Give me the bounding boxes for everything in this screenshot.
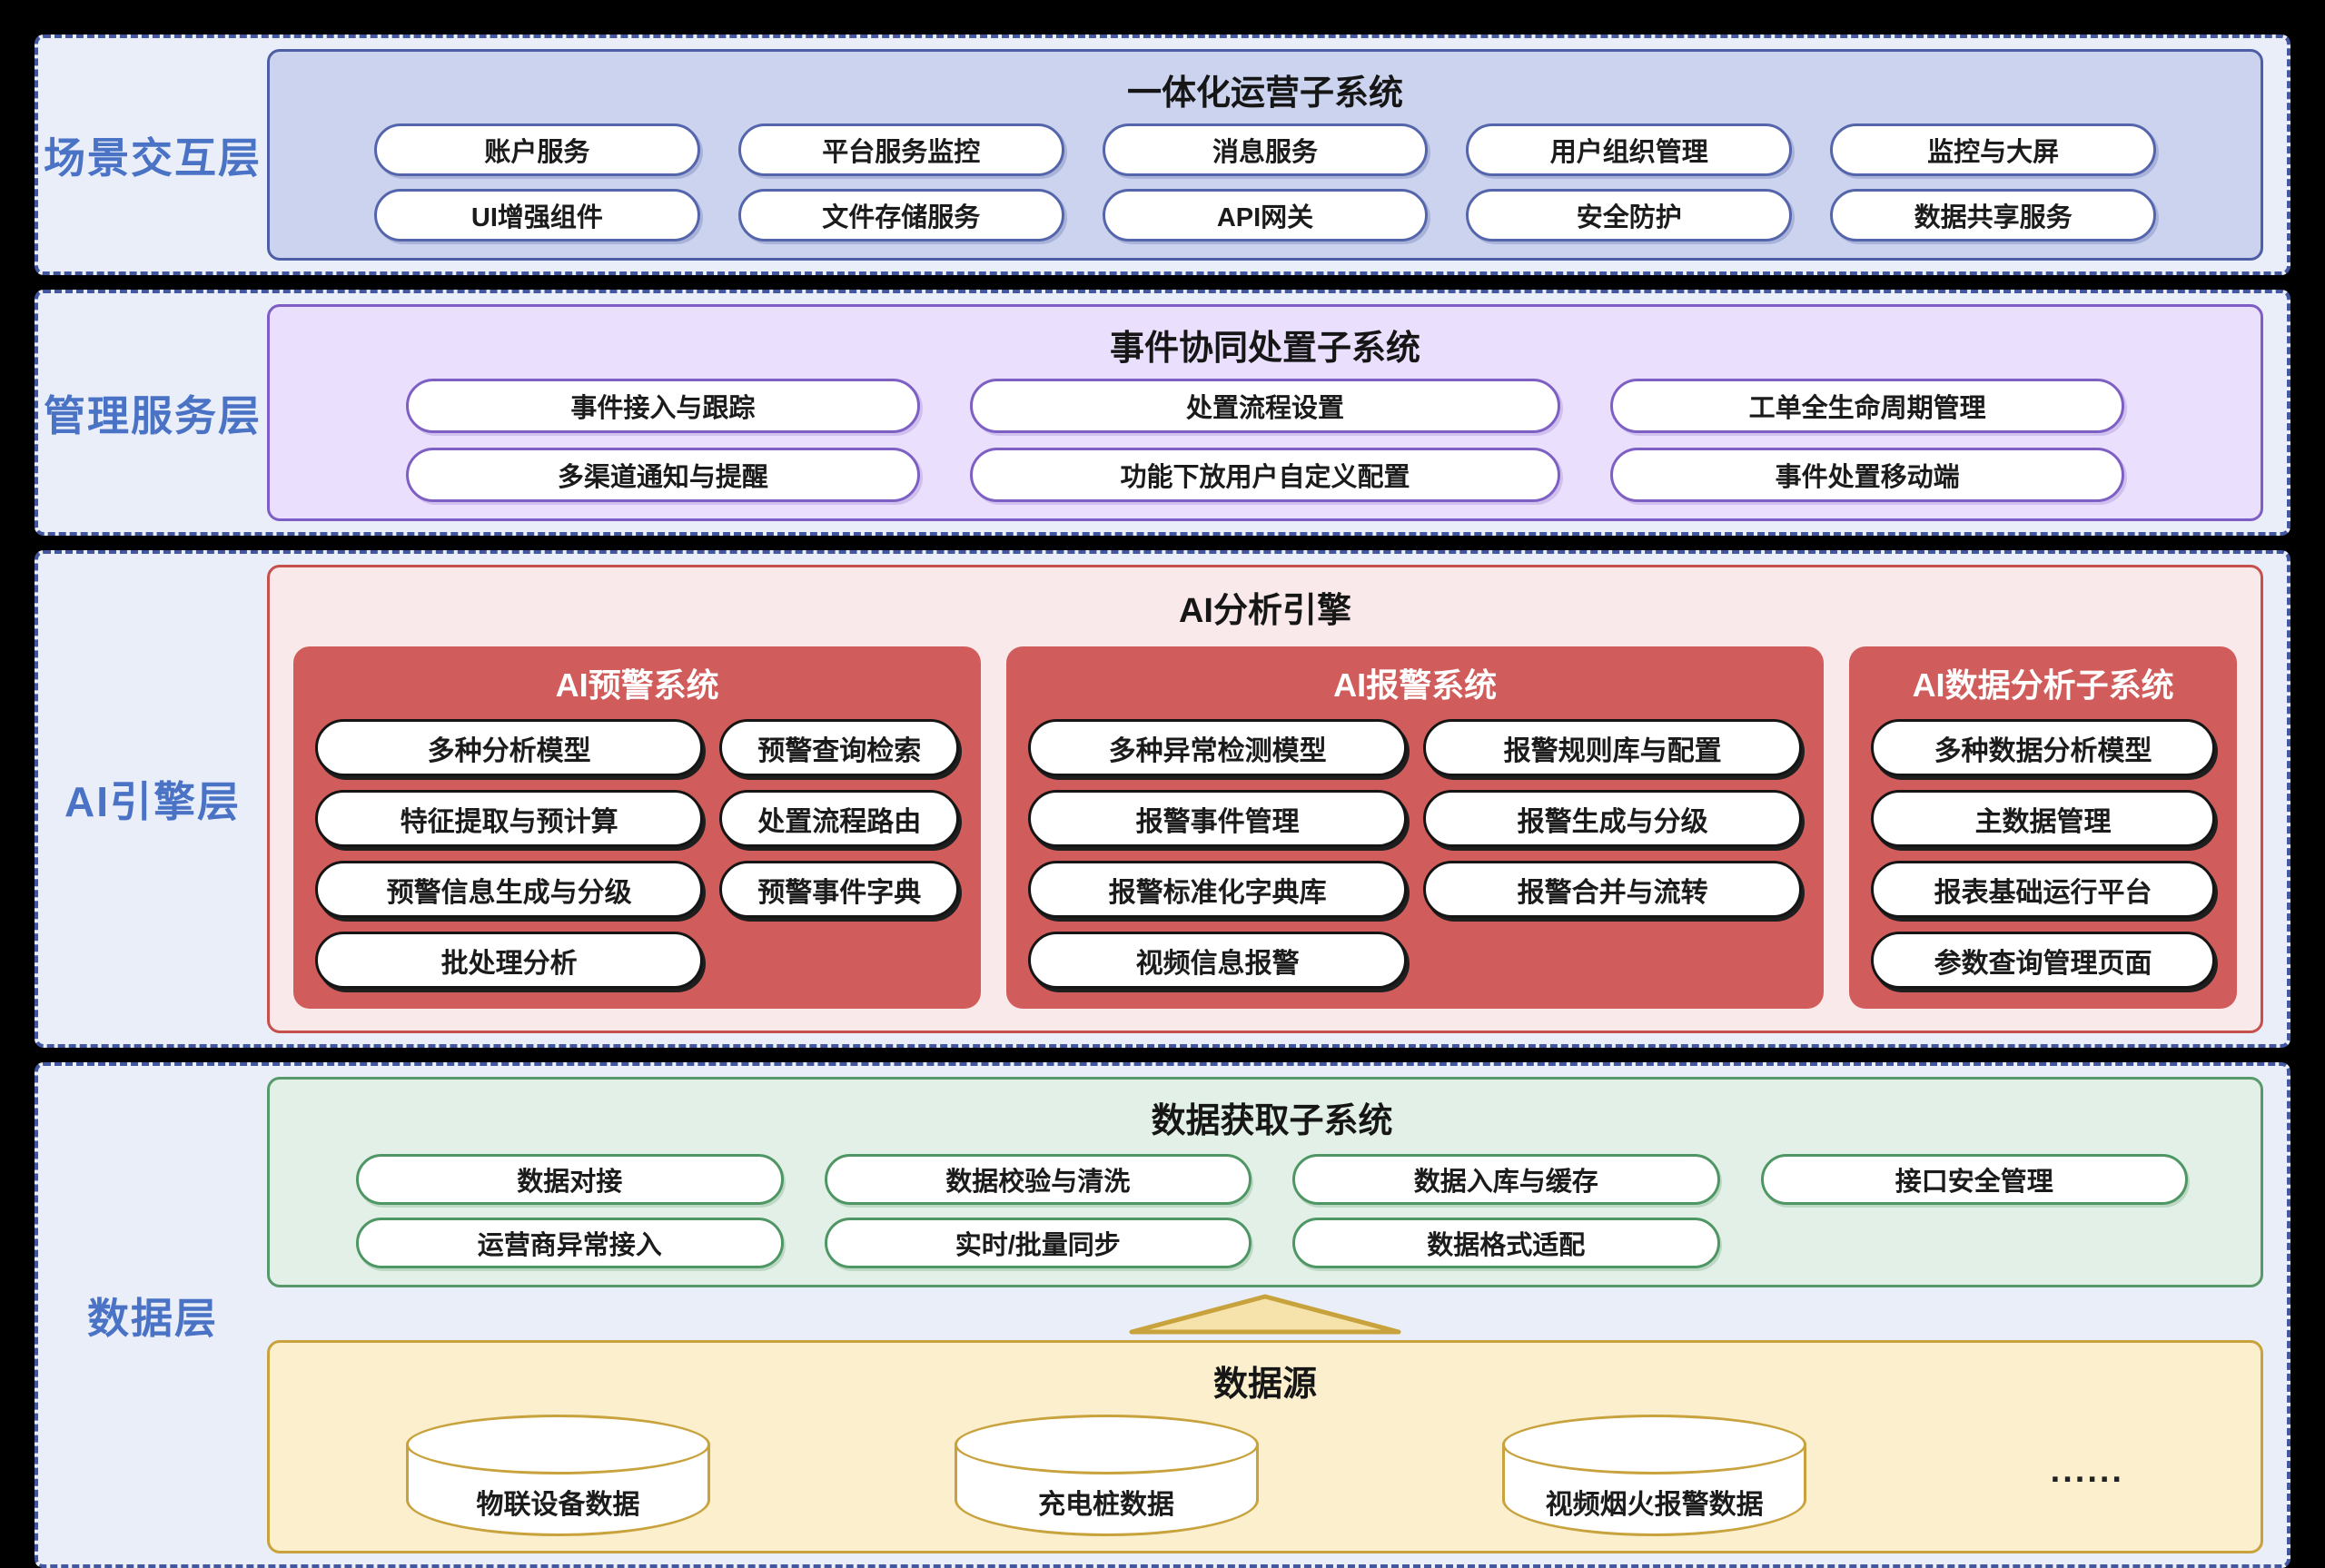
feature-pill: 报警标准化字典库 (1028, 861, 1408, 918)
management-pill-grid: 事件接入与跟踪 处置流程设置 工单全生命周期管理 多渠道通知与提醒 功能下放用户… (406, 379, 2124, 502)
feature-pill: 预警信息生成与分级 (315, 861, 704, 918)
service-pill: 事件接入与跟踪 (406, 379, 920, 433)
ai-alarm-title: AI报警系统 (1333, 666, 1498, 704)
service-pill: 消息服务 (1102, 123, 1429, 176)
cylinder-label: 视频烟火报警数据 (1545, 1490, 1764, 1520)
database-cylinder-icon: 物联设备数据 (406, 1415, 710, 1536)
layer-scene-interaction: 场景交互层 一体化运营子系统 账户服务 平台服务监控 消息服务 用户组织管理 监… (35, 35, 2290, 275)
data-acquisition-panel: 数据获取子系统 数据对接 数据校验与清洗 数据入库与缓存 接口安全管理 运营商异… (267, 1077, 2263, 1287)
service-pill: API网关 (1102, 189, 1429, 242)
layer-body-management: 事件协同处置子系统 事件接入与跟踪 处置流程设置 工单全生命周期管理 多渠道通知… (267, 293, 2287, 532)
service-pill: 平台服务监控 (737, 123, 1064, 176)
database-cylinder-icon: 充电桩数据 (954, 1415, 1259, 1536)
more-sources-ellipsis: ...... (2050, 1451, 2124, 1490)
feature-pill: 多种异常检测模型 (1028, 719, 1408, 776)
layer-ai-engine: AI引擎层 AI分析引擎 AI预警系统 多种分析模型 预警查询检索 特征提取与预… (35, 550, 2290, 1048)
service-pill: 监控与大屏 (1830, 123, 2156, 176)
scene-pill-grid: 账户服务 平台服务监控 消息服务 用户组织管理 监控与大屏 UI增强组件 文件存… (374, 123, 2156, 242)
feature-pill: 多种数据分析模型 (1871, 719, 2215, 776)
service-pill: 安全防护 (1466, 189, 1793, 242)
service-pill: 实时/批量同步 (824, 1217, 1252, 1268)
feature-pill: 多种分析模型 (315, 719, 704, 776)
ai-data-analysis-subsystem: AI数据分析子系统 多种数据分析模型 主数据管理 报表基础运行平台 参数查询管理… (1849, 646, 2237, 1009)
service-pill: 事件处置移动端 (1610, 448, 2124, 502)
ai-subsystem-row: AI预警系统 多种分析模型 预警查询检索 特征提取与预计算 处置流程路由 预警信… (293, 646, 2237, 1009)
service-pill: 功能下放用户自定义配置 (969, 448, 1561, 502)
service-pill: 运营商异常接入 (356, 1217, 784, 1268)
ai-data-analysis-title: AI数据分析子系统 (1912, 666, 2174, 704)
service-pill: 多渠道通知与提醒 (406, 448, 920, 502)
layer-data: 数据层 数据获取子系统 数据对接 数据校验与清洗 数据入库与缓存 接口安全管理 … (35, 1062, 2290, 1568)
service-pill: 工单全生命周期管理 (1610, 379, 2124, 433)
feature-pill: 处置流程路由 (719, 790, 960, 847)
layer-label-management: 管理服务层 (44, 391, 262, 439)
service-pill: 用户组织管理 (1466, 123, 1793, 176)
feature-pill: 批处理分析 (315, 932, 704, 989)
ai-alarm-subsystem: AI报警系统 多种异常检测模型 报警规则库与配置 报警事件管理 报警生成与分级 … (1006, 646, 1825, 1009)
panel-title-ai-analysis-engine: AI分析引擎 (1178, 592, 1351, 630)
ai-warning-grid: 多种分析模型 预警查询检索 特征提取与预计算 处置流程路由 预警信息生成与分级 … (315, 719, 960, 989)
feature-pill: 报警规则库与配置 (1423, 719, 1803, 776)
layer-label-scene: 场景交互层 (44, 133, 262, 182)
arrow-up-icon (1129, 1294, 1401, 1335)
service-pill: 账户服务 (374, 123, 700, 176)
panel-title-data-acquisition: 数据获取子系统 (1151, 1102, 1393, 1140)
integrated-operations-panel: 一体化运营子系统 账户服务 平台服务监控 消息服务 用户组织管理 监控与大屏 U… (267, 49, 2263, 261)
ai-warning-subsystem: AI预警系统 多种分析模型 预警查询检索 特征提取与预计算 处置流程路由 预警信… (293, 646, 982, 1009)
flow-arrow-row (267, 1287, 2263, 1340)
service-pill: 文件存储服务 (737, 189, 1064, 242)
layer-body-data: 数据获取子系统 数据对接 数据校验与清洗 数据入库与缓存 接口安全管理 运营商异… (267, 1066, 2287, 1564)
feature-pill: 视频信息报警 (1028, 932, 1408, 989)
cylinder-label: 物联设备数据 (476, 1490, 640, 1520)
feature-pill: 报警事件管理 (1028, 790, 1408, 847)
feature-pill: 报警生成与分级 (1423, 790, 1803, 847)
acquisition-pill-grid: 数据对接 数据校验与清洗 数据入库与缓存 接口安全管理 运营商异常接入 实时/批… (356, 1151, 2188, 1270)
feature-pill: 报表基础运行平台 (1871, 861, 2215, 918)
panel-title-data-source: 数据源 (1212, 1366, 1317, 1404)
service-pill: 数据对接 (356, 1153, 784, 1205)
cylinder-label: 充电桩数据 (1038, 1490, 1175, 1520)
feature-pill: 预警事件字典 (719, 861, 960, 918)
service-pill: 数据格式适配 (1292, 1217, 1720, 1268)
layer-management-services: 管理服务层 事件协同处置子系统 事件接入与跟踪 处置流程设置 工单全生命周期管理… (35, 290, 2290, 536)
feature-pill: 参数查询管理页面 (1871, 932, 2215, 989)
feature-pill: 主数据管理 (1871, 790, 2215, 847)
feature-pill: 特征提取与预计算 (315, 790, 704, 847)
event-collaboration-panel: 事件协同处置子系统 事件接入与跟踪 处置流程设置 工单全生命周期管理 多渠道通知… (267, 304, 2263, 521)
panel-title-event-collaboration: 事件协同处置子系统 (1109, 330, 1420, 368)
layer-label-data: 数据层 (87, 1294, 218, 1342)
service-pill: 数据校验与清洗 (824, 1153, 1252, 1205)
service-pill: UI增强组件 (374, 189, 700, 242)
service-pill: 数据入库与缓存 (1292, 1153, 1720, 1205)
ai-alarm-grid: 多种异常检测模型 报警规则库与配置 报警事件管理 报警生成与分级 报警标准化字典… (1028, 719, 1803, 989)
ai-data-analysis-grid: 多种数据分析模型 主数据管理 报表基础运行平台 参数查询管理页面 (1871, 719, 2215, 989)
service-pill: 接口安全管理 (1760, 1153, 2188, 1205)
panel-title-integrated-operations: 一体化运营子系统 (1126, 74, 1403, 113)
database-cylinder-icon: 视频烟火报警数据 (1502, 1415, 1807, 1536)
layer-body-scene: 一体化运营子系统 账户服务 平台服务监控 消息服务 用户组织管理 监控与大屏 U… (267, 38, 2287, 271)
ai-warning-title: AI预警系统 (555, 666, 719, 704)
ai-analysis-engine-panel: AI分析引擎 AI预警系统 多种分析模型 预警查询检索 特征提取与预计算 处置流… (267, 565, 2263, 1033)
feature-pill: 预警查询检索 (719, 719, 960, 776)
layer-label-ai: AI引擎层 (64, 778, 241, 825)
architecture-diagram: 场景交互层 一体化运营子系统 账户服务 平台服务监控 消息服务 用户组织管理 监… (35, 35, 2290, 1568)
layer-body-ai: AI分析引擎 AI预警系统 多种分析模型 预警查询检索 特征提取与预计算 处置流… (267, 554, 2287, 1044)
feature-pill: 报警合并与流转 (1423, 861, 1803, 918)
service-pill: 处置流程设置 (969, 379, 1561, 433)
data-source-panel: 数据源 物联设备数据 充电桩数据 视频烟火报 (267, 1340, 2263, 1553)
datasource-row: 物联设备数据 充电桩数据 视频烟火报警数据 ...... (379, 1415, 2152, 1536)
service-pill: 数据共享服务 (1830, 189, 2156, 242)
